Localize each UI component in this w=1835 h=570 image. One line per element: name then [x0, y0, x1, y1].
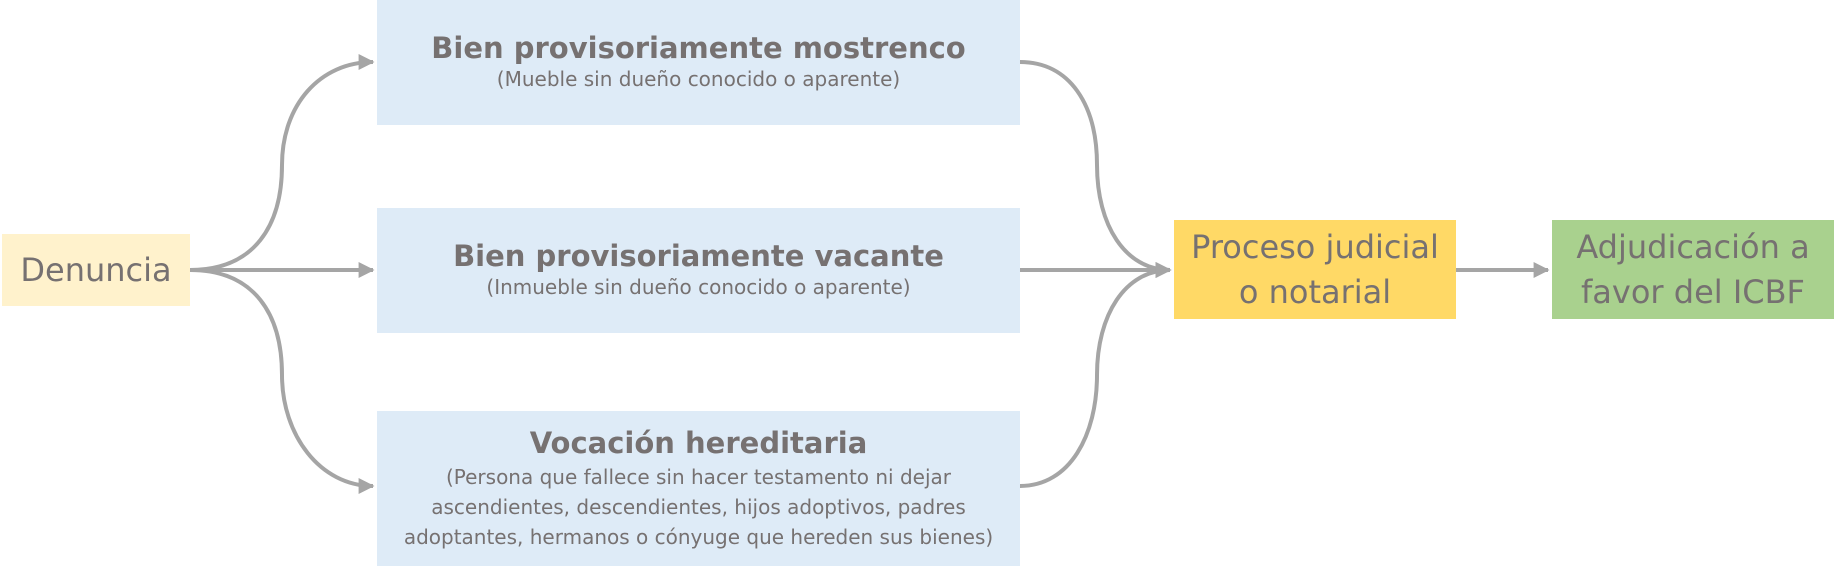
node-denuncia: Denuncia: [2, 234, 190, 306]
arrow-vocacion-to-proceso: [1019, 262, 1172, 488]
node-denuncia-label: Denuncia: [20, 250, 172, 289]
node-proceso-judicial: Proceso judicial o notarial: [1174, 220, 1456, 319]
node-vocacion-hereditaria-subtitle: (Persona que fallece sin hacer testament…: [403, 464, 994, 549]
node-adjudicacion-icbf-line2: favor del ICBF: [1581, 272, 1805, 311]
arrow-mostrenco-to-proceso: [1019, 60, 1172, 278]
node-proceso-judicial-line2: o notarial: [1238, 272, 1392, 311]
node-proceso-judicial-line1: Proceso judicial: [1191, 227, 1439, 266]
node-adjudicacion-icbf-line1: Adjudicación a: [1576, 227, 1810, 266]
node-adjudicacion-icbf: Adjudicación a favor del ICBF: [1552, 220, 1834, 319]
node-bien-vacante-subtitle: (Inmueble sin dueño conocido o aparente): [486, 275, 911, 299]
node-vocacion-hereditaria-title: Vocación hereditaria: [529, 425, 868, 460]
node-bien-vacante: Bien provisoriamente vacante (Inmueble s…: [377, 208, 1020, 333]
node-bien-vacante-title: Bien provisoriamente vacante: [453, 239, 944, 273]
node-bien-mostrenco-subtitle: (Mueble sin dueño conocido o aparente): [496, 67, 901, 91]
arrow-denuncia-to-mostrenco: [189, 54, 375, 272]
arrow-denuncia-to-vocacion: [189, 268, 375, 494]
node-bien-mostrenco: Bien provisoriamente mostrenco (Mueble s…: [377, 0, 1020, 125]
node-bien-mostrenco-title: Bien provisoriamente mostrenco: [431, 31, 966, 65]
node-vocacion-hereditaria: Vocación hereditaria (Persona que fallec…: [377, 411, 1020, 566]
